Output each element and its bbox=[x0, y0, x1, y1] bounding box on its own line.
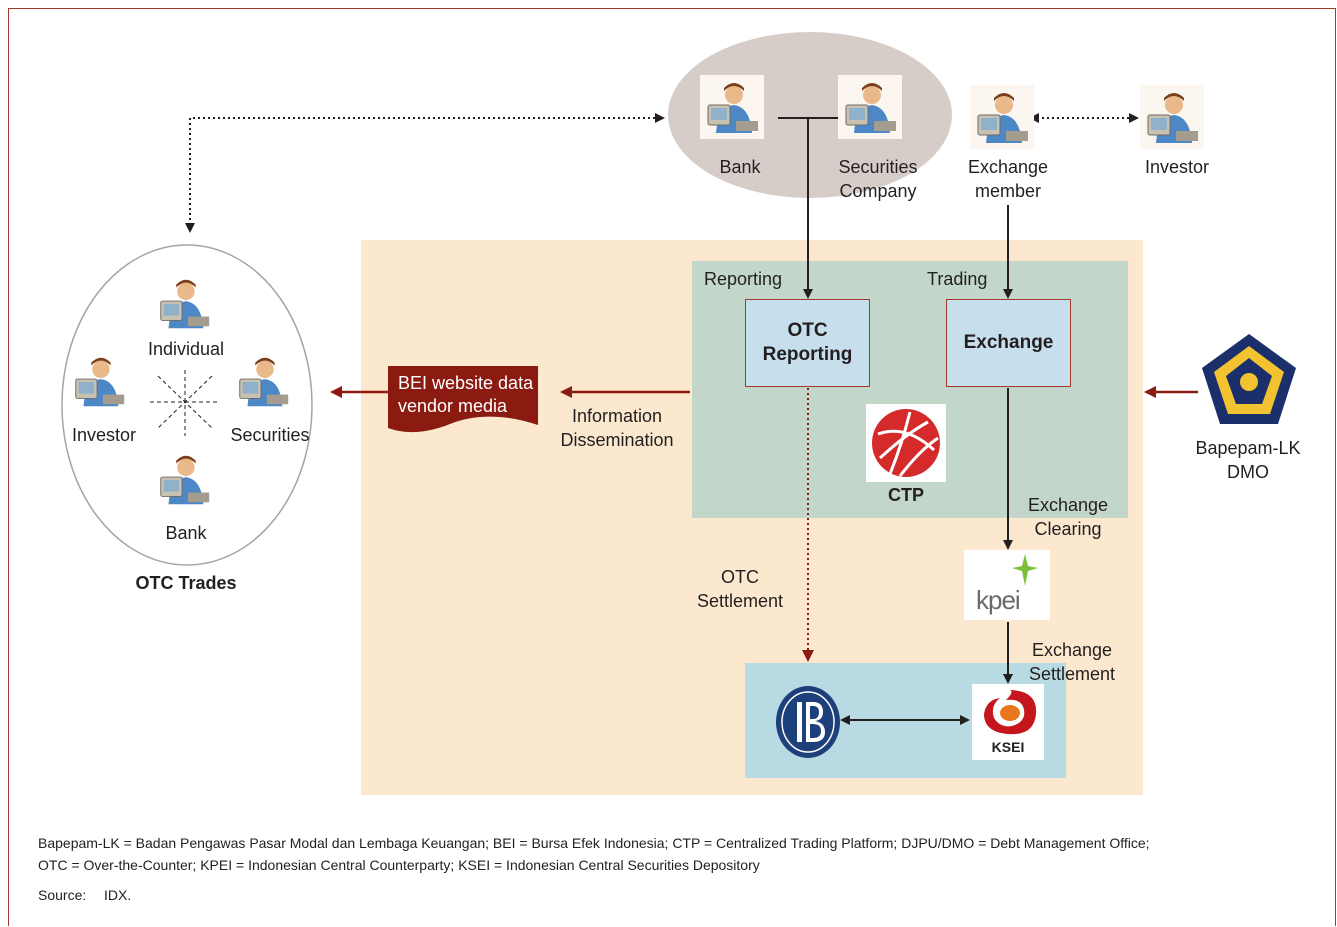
exchange-settlement-label-1: Exchange bbox=[1031, 640, 1113, 660]
bank-securities-ellipse bbox=[668, 32, 952, 198]
bank-label: Bank bbox=[719, 157, 761, 177]
otc-securities-label: Securities bbox=[230, 425, 310, 445]
trading-label: Trading bbox=[927, 269, 988, 289]
exchange-clearing-label-1: Exchange bbox=[1027, 495, 1109, 515]
footnote-line-2: OTC = Over-the-Counter; KPEI = Indonesia… bbox=[38, 857, 760, 873]
kpei-logo: kpei bbox=[964, 550, 1050, 620]
securities-company-person-icon bbox=[838, 75, 902, 139]
source-value: IDX. bbox=[104, 887, 132, 903]
bapepam-emblem-icon bbox=[1202, 334, 1296, 424]
otc-individual-person-icon bbox=[153, 272, 215, 334]
otc-reporting-box: OTC Reporting bbox=[745, 299, 870, 387]
kpei-logo-text: kpei bbox=[976, 585, 1021, 615]
exchange-clearing-label-2: Clearing bbox=[1034, 519, 1102, 539]
footnote-line-1: Bapepam-LK = Badan Pengawas Pasar Modal … bbox=[38, 835, 1150, 851]
exchange-member-person-icon bbox=[970, 85, 1034, 149]
source-label: Source: bbox=[38, 887, 87, 903]
otc-bank-label: Bank bbox=[165, 523, 207, 543]
otc-securities-person-icon bbox=[232, 350, 294, 412]
otc-trades-circle bbox=[61, 244, 313, 566]
exchange-box: Exchange bbox=[946, 299, 1071, 387]
figure-frame bbox=[8, 8, 1336, 926]
otc-settlement-label-2: Settlement bbox=[696, 591, 784, 611]
information-dissemination-label-2: Dissemination bbox=[560, 430, 674, 450]
exchange-settlement-label-2: Settlement bbox=[1028, 664, 1116, 684]
otc-investor-person-icon bbox=[68, 350, 130, 412]
otc-trades-caption: OTC Trades bbox=[135, 573, 237, 593]
otc-settlement-label-1: OTC bbox=[721, 567, 759, 587]
banner-text-1: BEI website data bbox=[398, 373, 534, 393]
otc-bank-dotted-link bbox=[185, 113, 665, 233]
securities-company-label-2: Company bbox=[839, 181, 917, 201]
ksei-logo-text: KSEI bbox=[991, 739, 1025, 755]
ksei-swirl-icon bbox=[984, 690, 1037, 735]
otc-investor-label: Investor bbox=[71, 425, 137, 445]
bank-person-icon bbox=[700, 75, 764, 139]
investor-label: Investor bbox=[1144, 157, 1210, 177]
kpei-star-icon bbox=[1012, 554, 1038, 586]
bank-indonesia-logo-icon bbox=[776, 686, 840, 758]
exchange-member-label-2: member bbox=[974, 181, 1041, 201]
otc-individual-label: Individual bbox=[147, 339, 225, 359]
ctp-label: CTP bbox=[888, 485, 924, 505]
ksei-logo: KSEI bbox=[972, 684, 1044, 760]
bapepam-label-1: Bapepam-LK bbox=[1195, 438, 1301, 458]
exchange-member-label-1: Exchange bbox=[967, 157, 1049, 177]
securities-company-label-1: Securities bbox=[838, 157, 918, 177]
otc-bank-person-icon bbox=[153, 448, 215, 510]
otc-star-lines bbox=[150, 370, 220, 436]
banner-text-2: vendor media bbox=[398, 396, 508, 416]
ctp-logo-icon bbox=[866, 404, 946, 482]
bapepam-label-2: DMO bbox=[1227, 462, 1269, 482]
bei-website-banner bbox=[388, 366, 538, 433]
investor-person-icon bbox=[1140, 85, 1204, 149]
reporting-label: Reporting bbox=[704, 269, 783, 289]
information-dissemination-label-1: Information bbox=[571, 406, 663, 426]
